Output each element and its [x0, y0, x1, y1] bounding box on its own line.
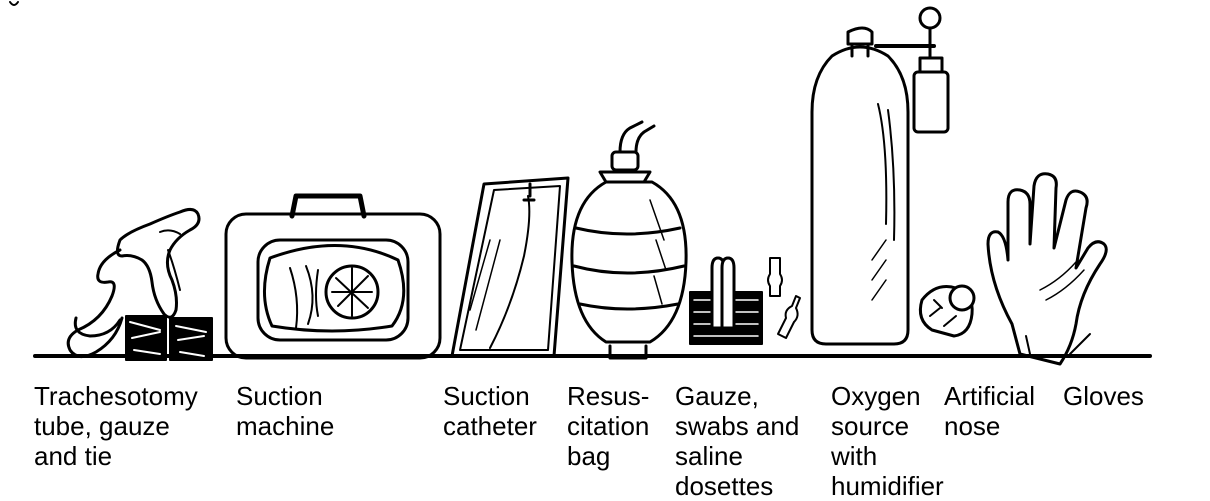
label-tracheostomy: Trachesotomy tube, gauze and tie: [34, 381, 198, 471]
label-gauze-swabs: Gauze, swabs and saline dosettes: [675, 381, 800, 501]
suction-catheter-icon: [450, 176, 570, 358]
label-artificial-nose: Artificial nose: [944, 381, 1036, 441]
oxygen-cylinder-icon: [810, 6, 950, 346]
label-suction-catheter: Suction catheter: [443, 381, 537, 441]
label-resuscitation-bag: Resus- citation bag: [567, 381, 650, 471]
gauze-square-icon: [125, 315, 213, 361]
gauze-swabs-icon: [689, 256, 801, 345]
label-suction-machine: Suction machine: [236, 381, 335, 441]
tracheostomy-tube-icon: [66, 207, 201, 358]
label-gloves: Gloves: [1063, 381, 1144, 411]
label-oxygen-source: Oxygen source with humidifier: [831, 381, 944, 501]
suction-machine-icon: [224, 193, 442, 360]
gloves-icon: [986, 172, 1108, 366]
artificial-nose-icon: [918, 284, 976, 338]
resuscitation-bag-icon: [570, 120, 688, 360]
corner-mark: [9, 1, 19, 6]
